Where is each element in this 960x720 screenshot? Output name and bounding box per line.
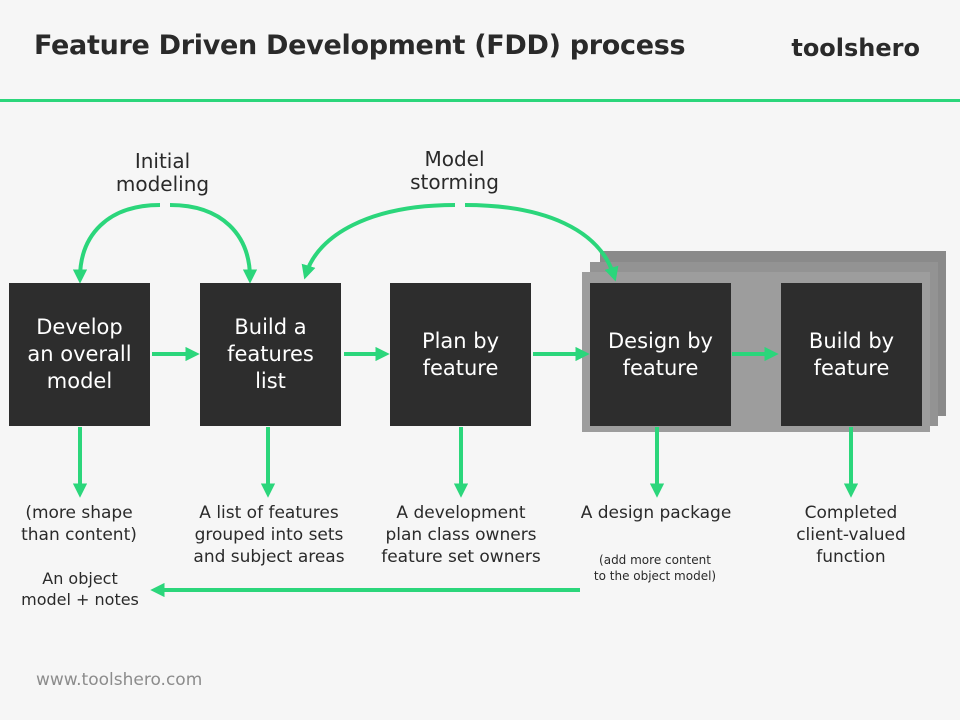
brand-logo: toolshero bbox=[791, 34, 920, 62]
output-build-features-list: A list of features grouped into sets and… bbox=[193, 503, 345, 567]
output-design-by-feature: A design package bbox=[580, 503, 732, 523]
output-build-by-feature: Completed client-valued function bbox=[796, 503, 906, 567]
step-build-features-list: Build a features list bbox=[200, 283, 341, 426]
output-develop-overall-model: (more shape than content) bbox=[21, 503, 137, 545]
model-storming-arrow-left bbox=[301, 203, 456, 280]
model-storming-label: Model storming bbox=[410, 147, 499, 194]
initial-modeling-arrow-right bbox=[169, 203, 258, 284]
footer-url: www.toolshero.com bbox=[36, 670, 203, 690]
step-build-by-feature: Build by feature bbox=[781, 283, 922, 426]
step-design-by-feature: Design by feature bbox=[590, 283, 731, 426]
header-divider bbox=[0, 99, 960, 102]
model-storming-arrow-right bbox=[464, 203, 619, 282]
feedback-note: (add more content to the object model) bbox=[593, 553, 717, 583]
initial-modeling-arrow bbox=[72, 203, 161, 284]
step-develop-overall-model: Develop an overall model bbox=[9, 283, 150, 426]
step-plan-by-feature: Plan by feature bbox=[390, 283, 531, 426]
page-title: Feature Driven Development (FDD) process bbox=[34, 30, 686, 61]
feedback-result: An object model + notes bbox=[21, 569, 139, 609]
output-plan-by-feature: A development plan class owners feature … bbox=[381, 503, 541, 567]
initial-modeling-label: Initial modeling bbox=[115, 149, 210, 196]
